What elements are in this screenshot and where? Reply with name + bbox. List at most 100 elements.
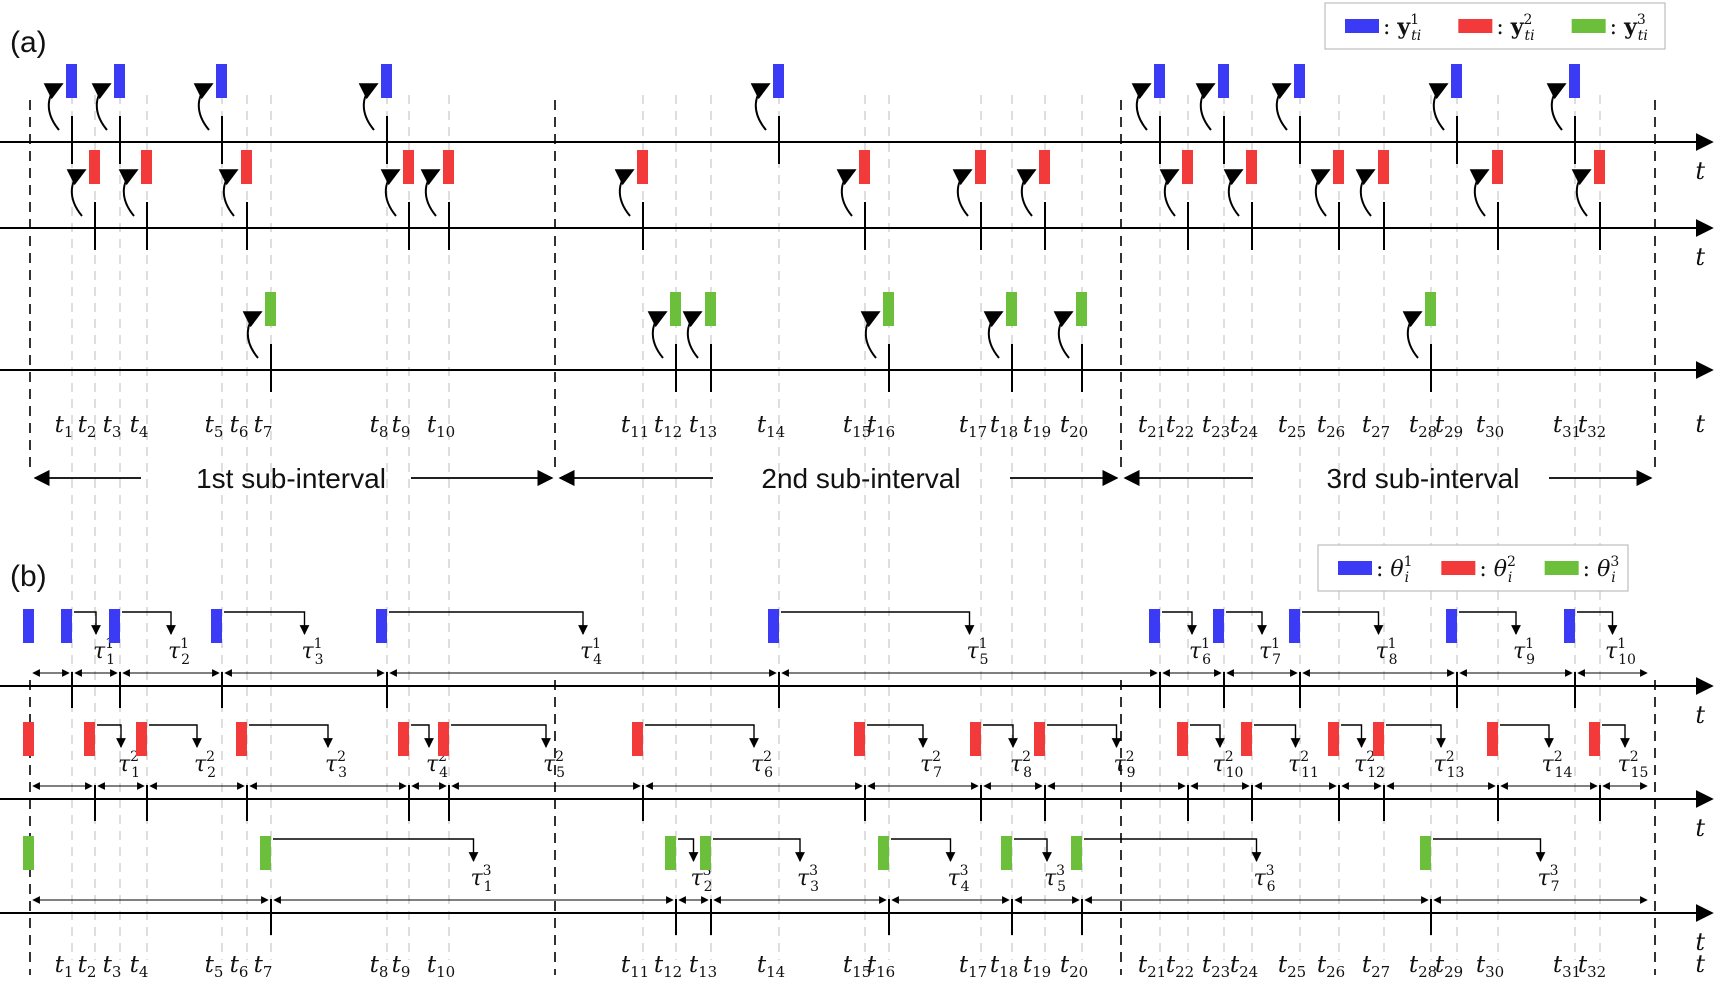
time-tick-label: t32 (1578, 412, 1606, 441)
tau-pointer (867, 724, 928, 748)
axis-label: t (1695, 701, 1705, 729)
parameter-marker (632, 722, 643, 756)
event-marker (773, 64, 784, 98)
time-tick-label: t17 (959, 952, 987, 981)
parameter-marker (878, 836, 889, 870)
emission-arrow (1402, 311, 1423, 359)
tau-pointer (645, 724, 759, 748)
emission-arrow (1355, 169, 1376, 217)
initial-parameter-marker (23, 609, 34, 643)
event-marker (216, 64, 227, 98)
time-tick-label: t10 (427, 952, 455, 981)
emission-arrow (682, 311, 703, 359)
tau-pointer (1341, 724, 1367, 748)
time-tick-label: t7 (254, 952, 273, 981)
parameter-marker (84, 722, 95, 756)
axis-label: t (1695, 928, 1705, 956)
time-tick-label: t11 (621, 952, 649, 981)
time-tick-label: t9 (392, 412, 411, 441)
parameter-marker (665, 836, 676, 870)
event-marker (859, 150, 870, 184)
time-tick-label: t20 (1060, 412, 1088, 441)
emission-arrow (380, 169, 401, 217)
time-guide-lines (71, 95, 1601, 960)
time-tick-label: t31 (1553, 952, 1581, 981)
tau-pointer (678, 838, 699, 862)
emission-arrow (43, 83, 64, 131)
parameter-marker (398, 722, 409, 756)
time-tick-label: t18 (990, 952, 1018, 981)
time-tick-label: t9 (392, 952, 411, 981)
parameter-marker (1034, 722, 1045, 756)
event-marker (1594, 150, 1605, 184)
tau-pointer (1084, 838, 1262, 862)
time-tick-label: t27 (1362, 952, 1390, 981)
sub-interval-annotations: 1st sub-interval 2nd sub-interval 3rd su… (33, 463, 1653, 494)
tau-pointer (983, 724, 1018, 748)
event-marker (265, 292, 276, 326)
time-tick-label: t4 (130, 952, 149, 981)
emission-arrow (1310, 169, 1331, 217)
legend-swatch (1458, 19, 1493, 33)
emission-arrow (1159, 169, 1180, 217)
event-marker (1182, 150, 1193, 184)
emission-arrow (1223, 169, 1244, 217)
tau-pointer (451, 724, 551, 748)
emission-arrow (952, 169, 973, 217)
parameter-marker (1241, 722, 1252, 756)
time-tick-label: t10 (427, 412, 455, 441)
emission-arrow (66, 169, 87, 217)
tau-pointer (74, 611, 101, 635)
time-tick-label: t5 (205, 412, 224, 441)
time-tick-label: t21 (1138, 412, 1166, 441)
emission-arrow (1131, 83, 1152, 131)
time-tick-label: t23 (1202, 952, 1230, 981)
event-marker (1492, 150, 1503, 184)
event-marker (403, 150, 414, 184)
time-tick-label: t16 (867, 952, 895, 981)
parameter-marker (260, 836, 271, 870)
parameter-marker (1420, 836, 1431, 870)
time-tick-label: t1 (55, 412, 74, 441)
time-tick-label: t29 (1435, 952, 1463, 981)
emission-arrow (1271, 83, 1292, 131)
time-tick-label: t24 (1230, 412, 1258, 441)
parameter-marker (1071, 836, 1082, 870)
event-marker (66, 64, 77, 98)
event-marker (141, 150, 152, 184)
emission-arrow (193, 83, 214, 131)
time-tick-label: t19 (1023, 412, 1051, 441)
time-tick-label: t32 (1578, 952, 1606, 981)
parameter-marker (136, 722, 147, 756)
emission-arrow (836, 169, 857, 217)
emission-arrow (1428, 83, 1449, 131)
event-marker (705, 292, 716, 326)
emission-arrow (1195, 83, 1216, 131)
emission-arrow (218, 169, 239, 217)
emission-arrow (983, 311, 1004, 359)
time-tick-label: t12 (654, 952, 682, 981)
event-marker (883, 292, 894, 326)
event-marker (114, 64, 125, 98)
parameter-marker (1149, 609, 1160, 643)
time-tick-label: t22 (1166, 412, 1194, 441)
time-tick-label: t3 (103, 952, 122, 981)
axis-label: t (1695, 410, 1705, 438)
parameter-marker (1001, 836, 1012, 870)
